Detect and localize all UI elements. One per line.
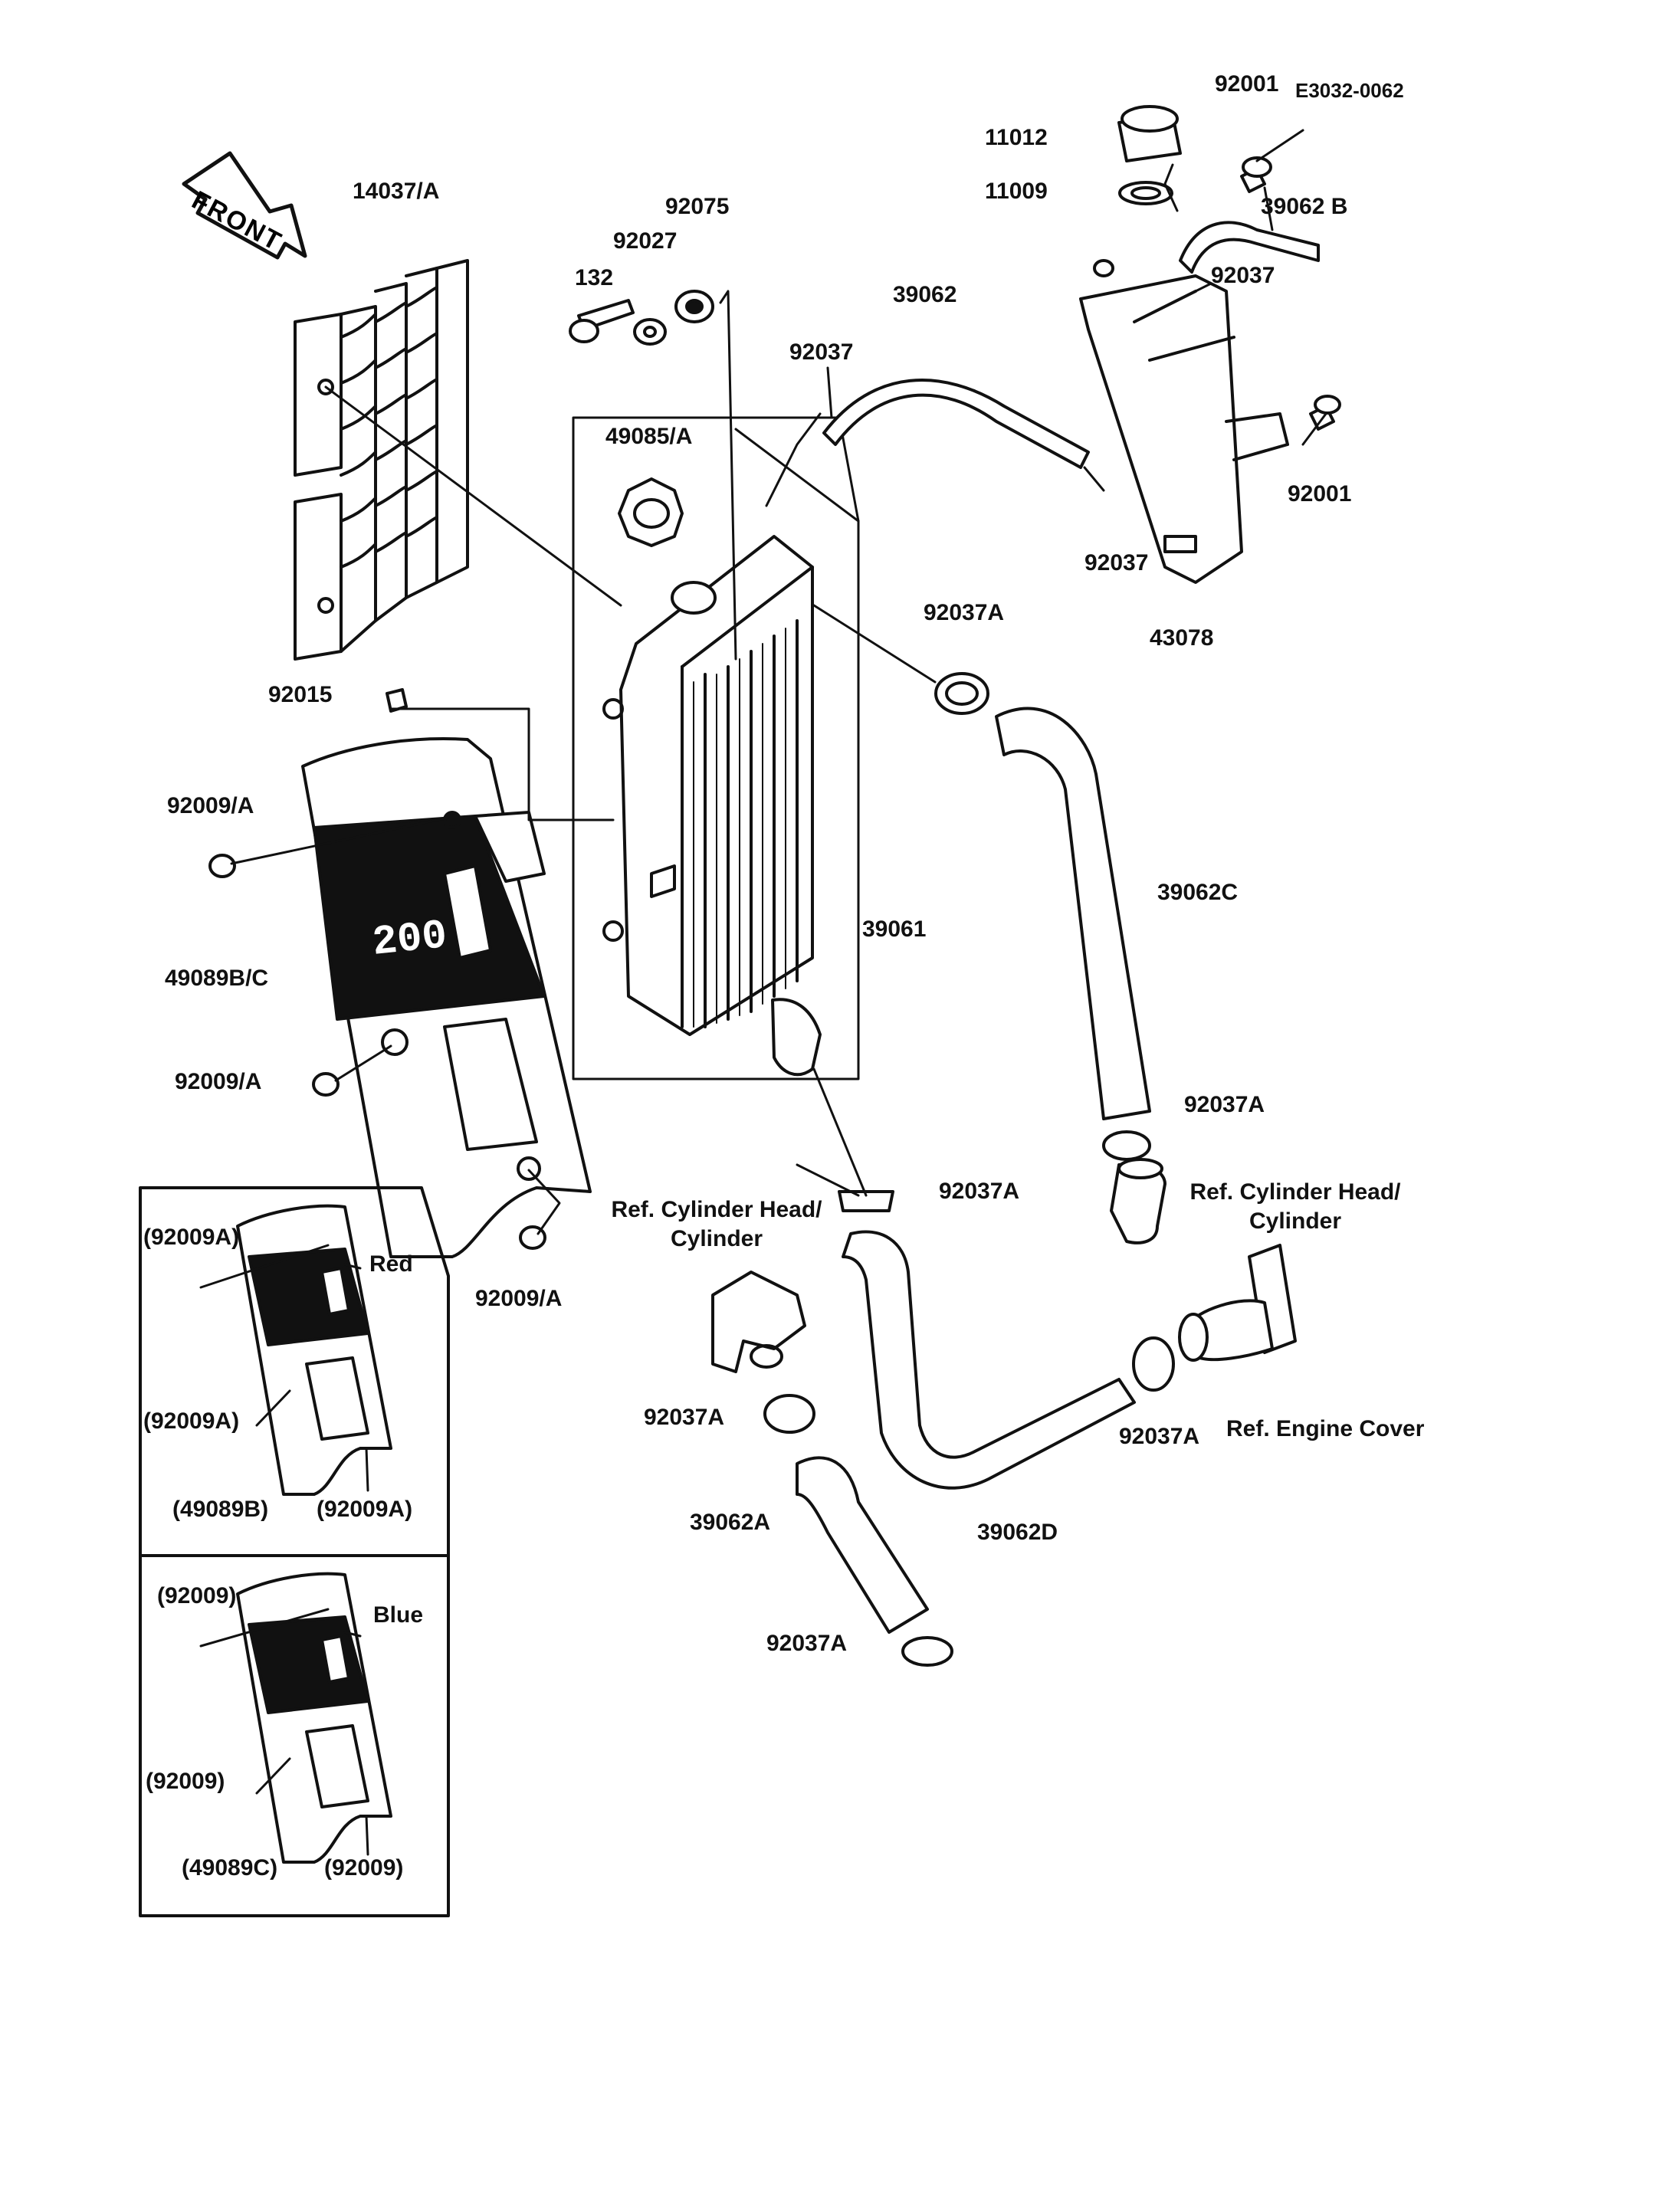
grommet-92075: [674, 290, 714, 323]
leader-lines: [230, 129, 1327, 1235]
part-label-92037A-radiator: 92037A: [924, 600, 1005, 625]
part-label-92037A-right: 92037A: [1119, 1424, 1200, 1449]
upper-radiator-hose: [995, 707, 1151, 1120]
inset-blue-bolt-mid: (92009): [146, 1769, 225, 1794]
part-label-92037A-left: 92037A: [644, 1405, 725, 1430]
part-label-92037-mid: 92037: [1084, 550, 1149, 575]
inset-blue-bolt-bottom: (92009): [324, 1855, 404, 1881]
hose-clamp-left: [763, 1394, 815, 1434]
reference-cylinder-head-left: Ref. Cylinder Head/ Cylinder: [611, 1197, 822, 1251]
radiator: [602, 535, 822, 1077]
part-label-92009A-lower: 92009/A: [175, 1069, 262, 1094]
part-label-39061: 39061: [862, 917, 927, 942]
part-label-11012: 11012: [985, 125, 1048, 150]
part-label-11009: 11009: [985, 179, 1048, 204]
part-label-92037-top: 92037: [789, 339, 854, 365]
reference-cylinder-head-right: Ref. Cylinder Head/ Cylinder: [1189, 1179, 1401, 1234]
inset-frame: [139, 1186, 450, 1917]
inset-red-bolt-top: (92009A): [143, 1225, 240, 1250]
front-arrow-icon: [182, 151, 307, 260]
inset-blue-bolt-top: (92009): [157, 1583, 237, 1608]
part-label-92075: 92075: [665, 194, 730, 219]
radiator-grille: [294, 259, 469, 661]
part-label-39062B: 39062 B: [1261, 194, 1348, 219]
part-label-39062A: 39062A: [690, 1510, 771, 1535]
reservoir-tank: [1079, 259, 1289, 584]
part-label-92037-tank: 92037: [1211, 263, 1275, 288]
part-label-92037A-bottom: 92037A: [766, 1631, 848, 1656]
cylinder-fitting-left: [711, 1271, 806, 1373]
radiator-shroud: [301, 737, 592, 1258]
part-label-39062C: 39062C: [1157, 880, 1239, 905]
part-label-92009A-bottom: 92009/A: [475, 1286, 563, 1311]
part-label-14037A: 14037/A: [353, 179, 440, 204]
inset-red-color: Red: [369, 1251, 413, 1277]
shroud-badge: 200: [370, 913, 450, 967]
breather-hose: [1179, 221, 1320, 274]
fastener-92015: [386, 688, 408, 713]
inset-red-shroud: (49089B): [172, 1497, 269, 1522]
radiator-cap: [618, 477, 684, 547]
part-label-49089BC: 49089B/C: [165, 966, 269, 991]
inset-shroud-blue: [236, 1572, 392, 1864]
overflow-hose: [822, 379, 1090, 469]
bolt-92009A-upper: [208, 854, 236, 878]
lower-hose-d: [842, 1230, 1136, 1490]
hose-clamp-radiator: [934, 672, 989, 715]
part-label-39062D: 39062D: [977, 1520, 1058, 1545]
tank-cap-seal: [1118, 181, 1173, 205]
hose-clamp-right: [1132, 1336, 1175, 1392]
tank-cap: [1117, 105, 1182, 162]
bolt-92001-top: [1240, 156, 1272, 193]
part-label-92037A-hose-c: 92037A: [1184, 1092, 1265, 1117]
part-label-92009A-upper: 92009/A: [167, 793, 254, 818]
part-label-92001-right: 92001: [1288, 481, 1352, 507]
bolt-132: [569, 299, 635, 343]
inset-blue-color: Blue: [373, 1602, 424, 1628]
bolt-92001-right: [1309, 395, 1341, 431]
lower-hose-a: [796, 1456, 929, 1634]
part-label-92027: 92027: [613, 228, 678, 254]
inset-red-bolt-bottom: (92009A): [317, 1497, 413, 1522]
part-label-49085A: 49085/A: [605, 424, 693, 449]
engine-cover-fitting: [1178, 1244, 1297, 1362]
part-label-39062: 39062: [893, 282, 957, 307]
part-label-92001-top: 92001: [1215, 71, 1279, 97]
hose-clamp-bottom: [901, 1636, 953, 1667]
inset-blue-shroud: (49089C): [182, 1855, 278, 1881]
part-label-132: 132: [575, 265, 614, 290]
washer-92027: [633, 318, 667, 346]
inset-leaders: [199, 1244, 369, 1856]
cylinder-fitting-right: [1110, 1158, 1166, 1244]
hose-clamp-hose-c: [1102, 1130, 1151, 1161]
diagram-code: E3032-0062: [1295, 79, 1404, 102]
part-label-43078: 43078: [1150, 625, 1214, 651]
part-label-92037A-outlet: 92037A: [939, 1179, 1020, 1204]
inset-red-bolt-mid: (92009A): [143, 1408, 240, 1434]
hose-clamp-outlet: [838, 1190, 894, 1212]
reference-engine-cover: Ref. Engine Cover: [1226, 1416, 1425, 1441]
bolt-92009A-lower: [312, 1072, 340, 1097]
part-label-92015: 92015: [268, 682, 333, 707]
inset-shroud-red: [236, 1204, 392, 1496]
